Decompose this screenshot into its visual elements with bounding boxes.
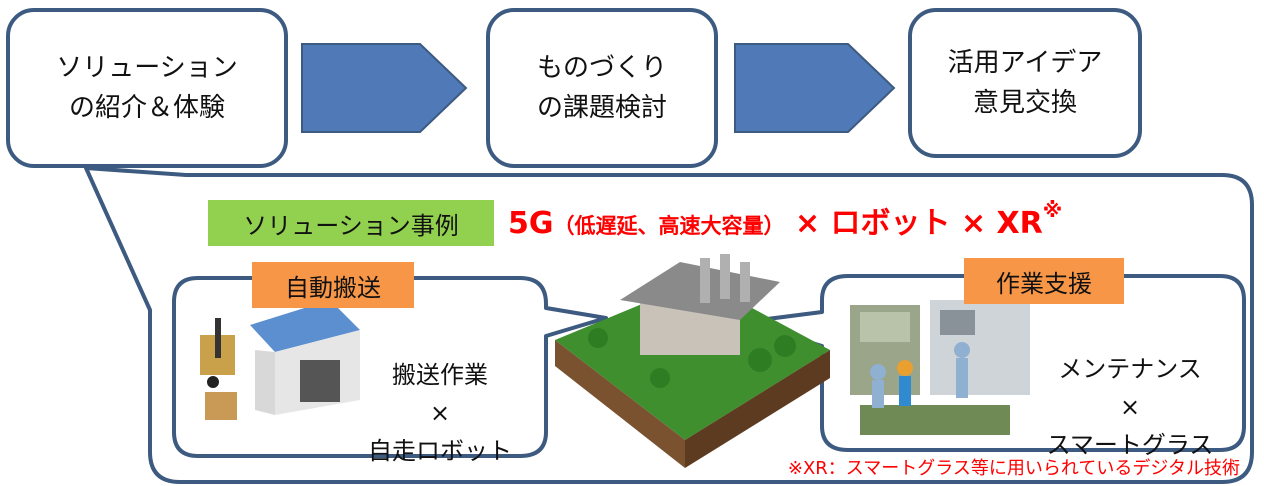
right-case-text: メンテナンス × スマートグラス: [1030, 312, 1230, 464]
headline: 5G（低遅延、高速大容量） × ロボット × XR※: [508, 198, 1238, 242]
step-box-idea-exchange: 活用アイデア 意見交換: [908, 8, 1142, 158]
headline-5g: 5G: [508, 206, 554, 241]
headline-rest: × ロボット × XR: [784, 206, 1043, 241]
xr-footnote-text: ※XR：スマートグラス等に用いられているデジタル技術: [787, 458, 1240, 479]
work-support-label: 作業支援: [996, 269, 1092, 298]
solution-examples-label: ソリューション事例: [243, 211, 459, 240]
right-case-description: メンテナンス × スマートグラス: [1046, 355, 1214, 459]
warehouse-forklift-illustration: [200, 300, 360, 420]
process-arrow-1: [301, 43, 468, 133]
maintenance-workers-illustration: [850, 300, 1030, 435]
step-box-manufacturing-issues: ものづくり の課題検討: [486, 8, 718, 168]
xr-footnote: ※XR：スマートグラス等に用いられているデジタル技術: [600, 454, 1240, 480]
step-label-manufacturing-issues: ものづくり の課題検討: [536, 53, 667, 123]
headline-mark: ※: [1042, 198, 1063, 222]
work-support-tag: 作業支援: [964, 258, 1124, 304]
auto-transport-label: 自動搬送: [285, 273, 381, 302]
headline-paren: （低遅延、高速大容量）: [553, 214, 785, 238]
process-arrow-2: [734, 43, 896, 133]
step-label-solution-intro: ソリューション の紹介＆体験: [56, 53, 238, 123]
factory-illustration: [555, 254, 830, 468]
left-case-text: 搬送作業 × 自走ロボット: [350, 318, 530, 470]
step-label-idea-exchange: 活用アイデア 意見交換: [947, 48, 1103, 118]
left-case-description: 搬送作業 × 自走ロボット: [368, 361, 512, 465]
auto-transport-tag: 自動搬送: [252, 262, 414, 308]
solution-examples-tag: ソリューション事例: [208, 200, 494, 246]
step-box-solution-intro: ソリューション の紹介＆体験: [6, 8, 288, 168]
